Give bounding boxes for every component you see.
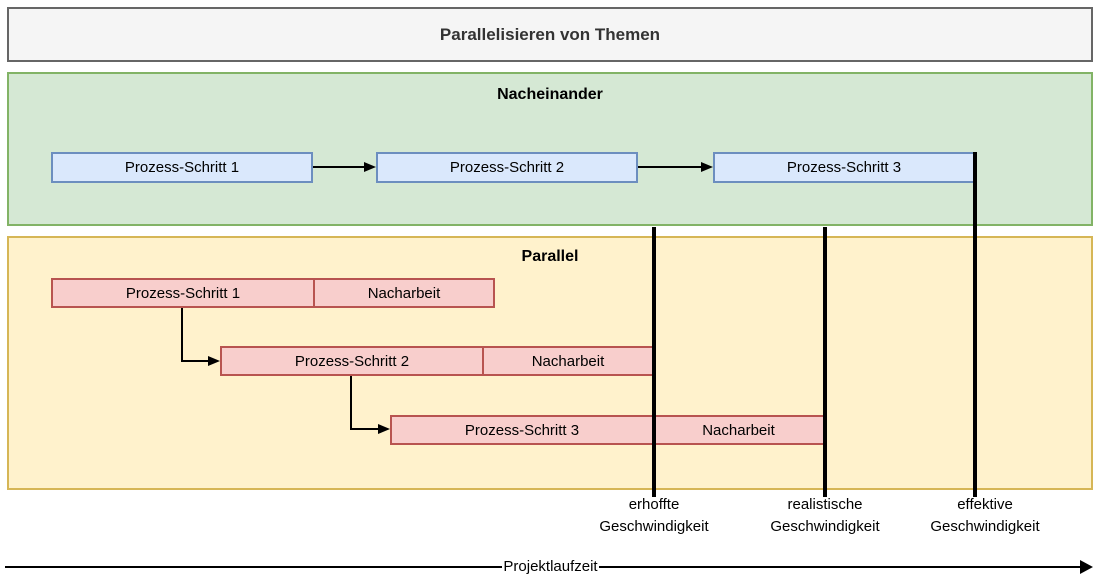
sequential-section-title: Nacheinander	[497, 86, 603, 103]
connector-arrow-line	[313, 166, 364, 168]
timeline-arrowhead-icon	[1080, 560, 1093, 574]
timeline-label-wrap: Projektlaufzeit	[0, 558, 1101, 576]
timeline-label: Projektlaufzeit	[502, 558, 599, 575]
milestone-label-line2: Geschwindigkeit	[930, 517, 1040, 535]
parallel-step-3: Prozess-Schritt 3	[392, 417, 654, 443]
elbow-arrow-line	[350, 376, 352, 430]
parallel-rework-1: Nacharbeit	[367, 284, 441, 302]
parallel-step-2: Prozess-Schritt 2	[222, 348, 484, 374]
elbow-arrowhead-icon	[208, 356, 220, 366]
sequential-section	[7, 72, 1093, 226]
milestone-line-realistische	[823, 227, 827, 497]
connector-arrow-line	[638, 166, 701, 168]
parallel-rework-3: Nacharbeit	[702, 421, 775, 439]
connector-arrowhead-icon	[701, 162, 713, 172]
parallel-row-3: Prozess-Schritt 3 Nacharbeit	[390, 415, 825, 445]
diagram-title: Parallelisieren von Themen	[7, 7, 1093, 62]
connector-arrowhead-icon	[364, 162, 376, 172]
milestone-label-line2: Geschwindigkeit	[770, 517, 880, 535]
milestone-label-line1: realistische	[787, 496, 863, 513]
milestone-label-line2: Geschwindigkeit	[599, 517, 709, 535]
parallel-row-1: Prozess-Schritt 1 Nacharbeit	[51, 278, 495, 308]
elbow-arrowhead-icon	[378, 424, 390, 434]
milestone-label-effektive: effektive Geschwindigkeit	[897, 494, 1073, 538]
parallel-rework-2: Nacharbeit	[531, 352, 605, 370]
sequential-step-2: Prozess-Schritt 2	[376, 152, 638, 183]
milestone-label-line1: effektive	[957, 496, 1013, 513]
elbow-arrow-line	[350, 428, 378, 430]
milestone-label-realistische: realistische Geschwindigkeit	[737, 494, 913, 538]
sequential-step-3: Prozess-Schritt 3	[713, 152, 975, 183]
milestone-label-erhoffte: erhoffte Geschwindigkeit	[566, 494, 742, 538]
parallel-step-1: Prozess-Schritt 1	[53, 280, 315, 306]
sequential-step-1: Prozess-Schritt 1	[51, 152, 313, 183]
milestone-line-erhoffte	[652, 227, 656, 497]
parallel-row-2: Prozess-Schritt 2 Nacharbeit	[220, 346, 654, 376]
milestone-line-effektive	[973, 152, 977, 497]
elbow-arrow-line	[181, 308, 183, 362]
elbow-arrow-line	[181, 360, 208, 362]
milestone-label-line1: erhoffte	[628, 496, 680, 513]
parallel-section-title: Parallel	[521, 248, 579, 265]
